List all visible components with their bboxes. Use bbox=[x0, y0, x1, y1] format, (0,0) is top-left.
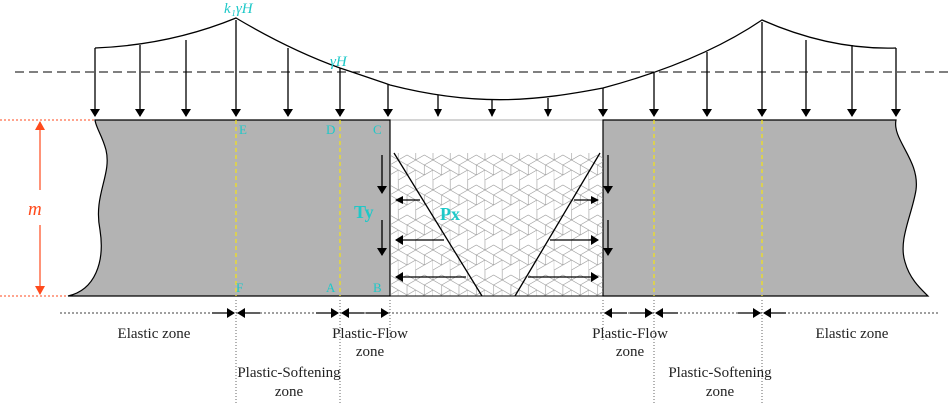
zone-label-left-plastic-flow: Plastic-Flow bbox=[332, 326, 408, 342]
px-label: Px bbox=[440, 204, 460, 224]
ty-label: Ty bbox=[354, 202, 374, 222]
left-failure-line bbox=[393, 152, 483, 297]
thickness-label: m bbox=[28, 199, 42, 220]
point-label-E: E bbox=[239, 122, 247, 137]
zone-label-left-plastic-flow: zone bbox=[356, 344, 385, 360]
zone-label-right-plastic-softening: Plastic-Softening bbox=[668, 365, 772, 381]
zone-label-right-plastic-flow: zone bbox=[616, 344, 645, 360]
zone-label-left-plastic-softening: zone bbox=[275, 384, 304, 400]
horizontal-force-arrows bbox=[395, 196, 599, 282]
zone-label-left-elastic: Elastic zone bbox=[118, 326, 191, 342]
stress-distribution-curve bbox=[94, 17, 897, 101]
shear-force-arrows bbox=[377, 155, 613, 256]
broken-rock-zone bbox=[391, 153, 603, 296]
thickness-dimension bbox=[0, 119, 95, 297]
zone-label-right-elastic: Elastic zone bbox=[816, 326, 889, 342]
point-label-C: C bbox=[373, 122, 382, 137]
zone-label-left-plastic-softening: Plastic-Softening bbox=[237, 365, 341, 381]
right-failure-line bbox=[514, 152, 601, 297]
peak-load-label: k₁γH bbox=[224, 1, 254, 17]
point-label-A: A bbox=[326, 280, 336, 295]
point-label-D: D bbox=[326, 122, 335, 137]
left-coal-pillar bbox=[67, 119, 391, 297]
point-label-B: B bbox=[373, 280, 382, 295]
point-label-F: F bbox=[236, 280, 243, 295]
zone-label-right-plastic-flow: Plastic-Flow bbox=[592, 326, 668, 342]
overburden-load-label: γH bbox=[330, 54, 348, 70]
load-arrows bbox=[90, 20, 901, 117]
zone-label-right-plastic-softening: zone bbox=[706, 384, 735, 400]
right-coal-pillar bbox=[602, 119, 930, 297]
zone-boundaries bbox=[235, 120, 763, 296]
